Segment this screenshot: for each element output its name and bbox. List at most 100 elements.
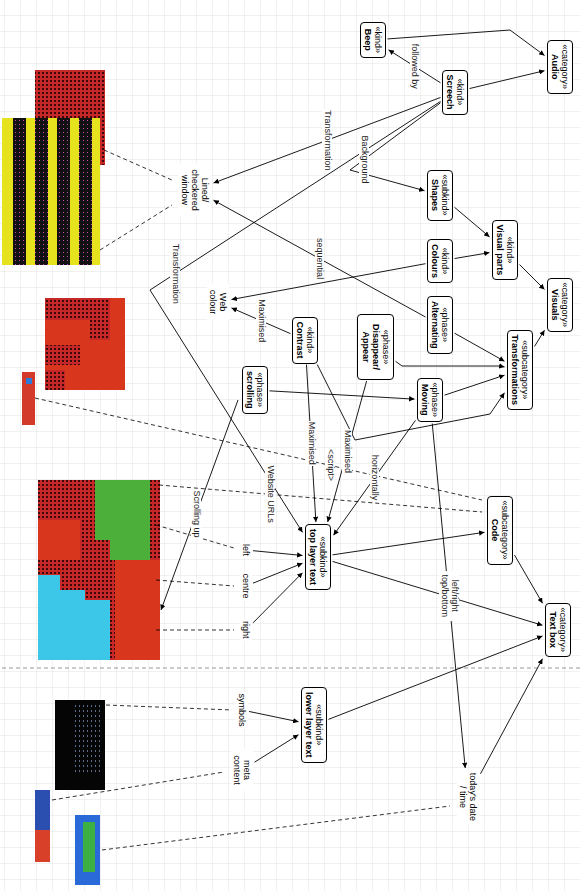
connector-arrow: [150, 101, 441, 532]
class-name: Visual parts: [495, 225, 505, 276]
uml-class-box: «phase»Moving: [417, 378, 444, 423]
stereotype-text: «subcategory»: [520, 335, 530, 406]
separator-line: [0, 668, 580, 669]
connector-arrow: [455, 253, 490, 259]
class-name: Colours: [430, 244, 440, 278]
edge-label: followed by: [410, 43, 420, 90]
stereotype-text: «kind»: [305, 322, 315, 359]
connector-arrow: [333, 561, 543, 625]
connector-arrow: [214, 97, 441, 183]
stereotype-text: «phase»: [255, 371, 265, 409]
node-text: centre: [241, 574, 251, 599]
connector-arrow: [432, 424, 465, 769]
connector-arrow: [270, 391, 415, 399]
leader-line: [156, 580, 234, 586]
scroll-arrow: [161, 400, 238, 610]
uml-class-box: «category»Visuals: [547, 278, 574, 333]
uml-class-box: «kind»Visual parts: [492, 220, 519, 281]
leader-line: [102, 806, 450, 850]
class-name: Screech: [445, 75, 455, 110]
connector-arrow: [306, 365, 315, 523]
node-text: symbols: [237, 694, 247, 727]
uml-class-box: «kind»Colours: [427, 239, 454, 283]
uml-class-box: «phase»Disappear/ Appear: [357, 314, 394, 380]
stereotype-text: «subkind»: [314, 692, 324, 758]
class-name: top layer text: [308, 529, 318, 585]
connector-arrow: [214, 200, 426, 317]
node-text: right: [241, 621, 251, 639]
connector-arrow: [520, 265, 545, 290]
class-name: Beep: [363, 27, 373, 54]
screenshot-thin-bar: [22, 372, 35, 425]
connector-arrow: [455, 333, 505, 361]
class-name: Contrast: [295, 322, 305, 359]
screenshot-yellow-striped: [2, 118, 100, 265]
stereotype-text: «kind»: [455, 75, 465, 110]
free-text-node: symbols: [236, 692, 248, 729]
free-text-node: Web colour: [207, 284, 230, 320]
screenshot-black-symbols: [55, 700, 105, 790]
edge-label: Maximised: [342, 429, 352, 474]
class-name: Text box: [548, 608, 558, 653]
stereotype-text: «subkind»: [318, 529, 328, 585]
uml-class-box: «category»Audio: [547, 40, 574, 95]
connector-arrow: [253, 573, 303, 623]
stereotype-text: «subkind»: [440, 175, 450, 216]
stereotype-text: «kind»: [505, 225, 515, 276]
connector-arrow: [396, 361, 505, 367]
connector-arrow: [232, 264, 426, 300]
screenshot-blue-red-bar: [35, 790, 50, 862]
edge-label: horizontally: [370, 454, 380, 502]
uml-class-box: «kind»Contrast: [292, 317, 319, 364]
edge-label: Maximised: [256, 298, 266, 343]
class-name: lower layer text: [304, 692, 314, 758]
stereotype-text: «category»: [560, 45, 570, 90]
uml-class-box: «subkind»top layer text: [305, 524, 332, 590]
class-name: Shapes: [430, 175, 440, 216]
screenshot-green-blue: [75, 815, 100, 885]
node-text: Lined/ checkered window: [179, 166, 210, 214]
uml-class-box: «category»Text box: [545, 603, 572, 658]
uml-class-box: «subkind»Shapes: [427, 170, 454, 221]
edge-label: Transformation: [170, 243, 180, 305]
screenshot-green-cyan: [38, 480, 160, 660]
edge-label: Background: [359, 134, 369, 184]
class-name: Transformations: [510, 335, 520, 406]
connector-arrow: [470, 71, 545, 89]
uml-class-box: «kind»Beep: [360, 22, 387, 59]
uml-class-box: «subkind»lower layer text: [301, 687, 328, 763]
connector-arrow: [334, 420, 416, 535]
free-text-node: left: [240, 542, 252, 558]
connector-arrow: [333, 532, 485, 555]
stereotype-text: «phase»: [440, 301, 450, 349]
free-text-node: meta content: [231, 749, 254, 791]
node-text: today's date / time: [458, 772, 479, 822]
connector-arrow: [253, 551, 303, 556]
edge-label: left/right top/bottom: [439, 571, 459, 621]
stereotype-text: «phase»: [381, 319, 391, 375]
connector-arrow: [515, 555, 543, 603]
leader-line: [104, 150, 172, 180]
stereotype-text: «category»: [558, 608, 568, 653]
stereotype-text: «phase»: [430, 383, 440, 418]
node-text: meta content: [232, 751, 253, 789]
class-name: Visuals: [550, 283, 560, 328]
uml-class-box: «subcategory»Transformations: [507, 330, 534, 411]
stereotype-text: «kind»: [373, 27, 383, 54]
connector-arrow: [329, 636, 543, 719]
connector-arrow: [249, 711, 299, 721]
leader-line: [106, 705, 232, 710]
class-name: Audio: [550, 45, 560, 90]
uml-class-box: «kind»Screech: [442, 70, 469, 115]
edge-label: sequential: [315, 237, 325, 280]
node-text: Web colour: [208, 286, 229, 318]
screenshot-red-blocks: [45, 298, 125, 390]
stereotype-text: «category»: [560, 283, 570, 328]
connector-arrow: [535, 330, 545, 346]
class-name: Code: [490, 501, 500, 560]
connectors: [150, 30, 545, 774]
